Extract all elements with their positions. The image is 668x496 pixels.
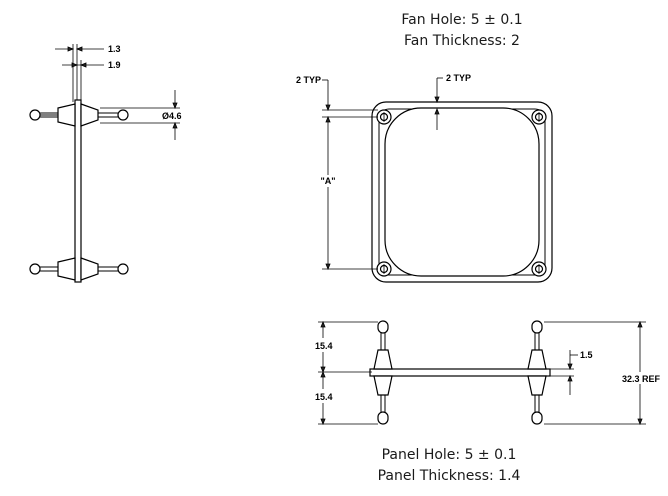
rivet-barb (80, 103, 99, 127)
rivet-barb (80, 257, 99, 281)
rivet-barb (57, 103, 76, 127)
arrowhead (75, 46, 83, 52)
corner-hole-top-left (376, 109, 392, 125)
rivet-barb (373, 375, 393, 396)
fan-front-view: "A" 2 TYP 2 TYP (296, 73, 553, 283)
dim-thickness-label: 1.5 (580, 350, 593, 360)
rivet-head (29, 109, 41, 121)
dim-a-label: "A" (320, 176, 335, 186)
fan-hole-caption: Fan Hole: 5 ± 0.1 (401, 12, 522, 28)
rivet-head (29, 263, 41, 275)
arrowhead (325, 263, 331, 271)
arrowhead (567, 363, 573, 371)
arrowhead (172, 102, 178, 110)
arrowhead (67, 46, 75, 52)
rivet-head (377, 320, 389, 334)
rivet-head (531, 320, 543, 334)
label-bg (311, 338, 337, 352)
upper-rivet (29, 103, 129, 127)
arrowhead (71, 62, 79, 68)
arrowhead (172, 121, 178, 129)
rivet-barb (527, 375, 547, 396)
corner-hole-bottom-left (376, 261, 392, 277)
typ-right-label: 2 TYP (446, 73, 471, 83)
arrowhead (320, 366, 326, 374)
fan-thickness-caption: Fan Thickness: 2 (404, 33, 520, 49)
dim-upper-label: 15.4 (315, 341, 333, 351)
side-dim-top-label: 1.3 (108, 44, 121, 54)
rivet-barb (57, 257, 76, 281)
lower-rivet (29, 257, 129, 281)
arrowhead (325, 104, 331, 112)
corner-hole-top-right (531, 109, 547, 125)
panel-thickness-caption: Panel Thickness: 1.4 (378, 468, 521, 484)
arrowhead (320, 320, 326, 328)
panel-hole-caption: Panel Hole: 5 ± 0.1 (382, 447, 517, 463)
panel-side-view: 15.4 15.4 1.5 32.3 REF (311, 320, 661, 426)
rivet-head (117, 109, 129, 121)
dim-lower-label: 15.4 (315, 392, 333, 402)
rivet-barb (373, 349, 393, 370)
arrowhead (434, 96, 440, 104)
arrowhead (320, 418, 326, 426)
arrowhead (320, 370, 326, 378)
rivet-head (117, 263, 129, 275)
arrowhead (637, 320, 643, 328)
rivet-barb (527, 349, 547, 370)
side-dim-second-label: 1.9 (108, 60, 121, 70)
panel-plate (369, 368, 551, 377)
panel-plate (74, 99, 82, 283)
arrowhead (567, 374, 573, 382)
fan-opening (384, 107, 540, 277)
dim-ref-label: 32.3 REF (622, 374, 661, 384)
arrowhead (637, 418, 643, 426)
side-view: 1.3 1.9 (29, 44, 182, 283)
arrowhead (434, 107, 440, 115)
arrowhead (79, 62, 87, 68)
rivet-head (377, 411, 389, 425)
corner-hole-bottom-right (531, 261, 547, 277)
right-rivet (527, 320, 547, 425)
diameter-label: Ø4.6 (162, 111, 182, 121)
rivet-head (531, 411, 543, 425)
left-rivet (373, 320, 393, 425)
label-bg (311, 389, 337, 403)
typ-left-label: 2 TYP (296, 75, 321, 85)
arrowhead (325, 115, 331, 123)
